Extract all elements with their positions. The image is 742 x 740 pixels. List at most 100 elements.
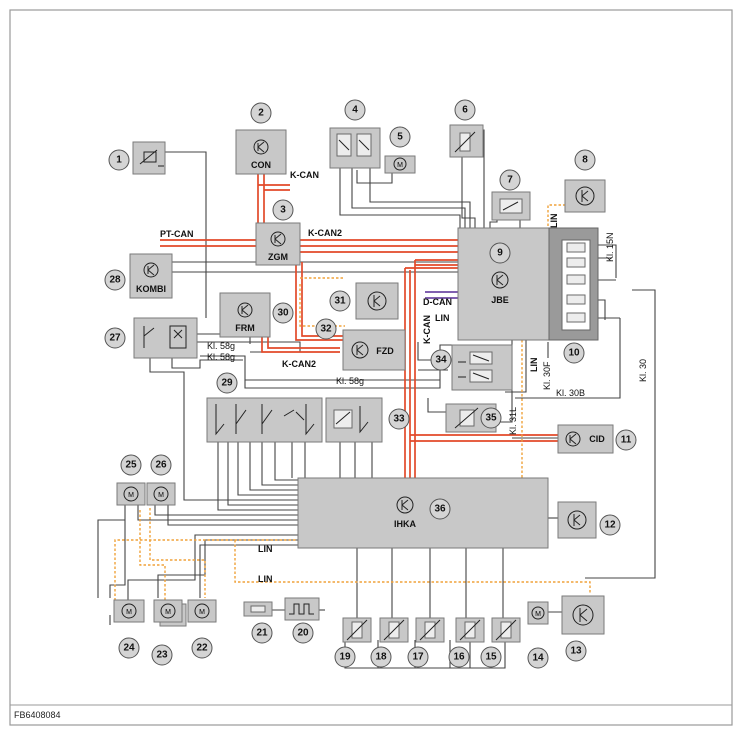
jbe-label: JBE bbox=[491, 295, 509, 305]
component-4 bbox=[329, 127, 381, 169]
kl15n-label: Kl. 15N bbox=[605, 232, 615, 262]
kcan-label: K-CAN bbox=[290, 170, 319, 180]
svg-text:12: 12 bbox=[604, 520, 616, 531]
badge-1: 1 bbox=[108, 149, 130, 171]
svg-text:M: M bbox=[128, 492, 134, 499]
svg-text:18: 18 bbox=[375, 652, 387, 663]
component-1 bbox=[132, 141, 166, 175]
module-fzd: FZD bbox=[342, 329, 406, 371]
component-16 bbox=[455, 617, 485, 643]
badge-4: 4 bbox=[344, 99, 366, 121]
svg-text:19: 19 bbox=[339, 652, 351, 663]
kcan-vertical-label: K-CAN bbox=[422, 315, 432, 344]
svg-text:35: 35 bbox=[485, 413, 497, 424]
kcan2-label: K-CAN2 bbox=[308, 228, 342, 238]
module-ihka: IHKA bbox=[297, 477, 549, 549]
zgm-label: ZGM bbox=[268, 252, 288, 262]
component-35 bbox=[445, 403, 497, 433]
badge-35: 35 bbox=[480, 407, 502, 429]
badge-36: 36 bbox=[429, 498, 451, 520]
badge-30: 30 bbox=[272, 302, 294, 324]
svg-text:M: M bbox=[158, 492, 164, 499]
can-bus-red bbox=[160, 174, 560, 478]
badge-25: 25 bbox=[120, 454, 142, 476]
module-zgm: ZGM bbox=[255, 222, 301, 266]
frm-label: FRM bbox=[235, 323, 255, 333]
badge-10: 10 bbox=[563, 342, 585, 364]
bus-labels: K-CAN K-CAN2 PT-CAN D-CAN LIN K-CAN K-CA… bbox=[160, 170, 559, 584]
badge-5: 5 bbox=[389, 126, 411, 148]
svg-text:5: 5 bbox=[397, 132, 403, 143]
svg-text:10: 10 bbox=[568, 348, 580, 359]
kl58g-label-3: Kl. 58g bbox=[336, 376, 364, 386]
d-can-bus bbox=[425, 291, 460, 299]
svg-text:4: 4 bbox=[352, 105, 358, 116]
kombi-label: KOMBI bbox=[136, 284, 166, 294]
svg-text:20: 20 bbox=[297, 628, 309, 639]
svg-text:21: 21 bbox=[256, 628, 268, 639]
component-18 bbox=[379, 617, 409, 643]
component-15 bbox=[491, 617, 521, 643]
svg-text:11: 11 bbox=[621, 435, 632, 446]
svg-text:33: 33 bbox=[393, 414, 405, 425]
component-6 bbox=[449, 124, 484, 158]
badge-21: 21 bbox=[251, 622, 273, 644]
badge-6: 6 bbox=[454, 99, 476, 121]
badge-19: 19 bbox=[334, 646, 356, 668]
component-23: M bbox=[153, 599, 187, 627]
fzd-label: FZD bbox=[376, 346, 394, 356]
kl30b-label: Kl. 30B bbox=[556, 388, 585, 398]
badge-8: 8 bbox=[574, 149, 596, 171]
svg-text:34: 34 bbox=[435, 355, 447, 366]
svg-text:25: 25 bbox=[125, 460, 137, 471]
badge-16: 16 bbox=[448, 646, 470, 668]
component-17 bbox=[415, 617, 445, 643]
kl30f-label: Kl. 30F bbox=[542, 361, 552, 390]
svg-text:28: 28 bbox=[109, 275, 121, 286]
badge-26: 26 bbox=[150, 454, 172, 476]
svg-text:32: 32 bbox=[320, 324, 332, 335]
figure-id: FB6408084 bbox=[14, 710, 61, 720]
badge-15: 15 bbox=[480, 646, 502, 668]
svg-text:17: 17 bbox=[412, 652, 424, 663]
badge-7: 7 bbox=[499, 169, 521, 191]
component-7 bbox=[491, 191, 531, 221]
svg-text:27: 27 bbox=[109, 333, 121, 344]
kl58g-label-1: Kl. 58g bbox=[207, 341, 235, 351]
component-31 bbox=[355, 282, 399, 320]
component-14: M bbox=[527, 601, 549, 625]
badge-28: 28 bbox=[104, 269, 126, 291]
svg-text:26: 26 bbox=[155, 460, 167, 471]
ptcan-label: PT-CAN bbox=[160, 229, 194, 239]
svg-text:6: 6 bbox=[462, 105, 468, 116]
component-27 bbox=[133, 317, 198, 359]
module-jbe: JBE bbox=[457, 227, 599, 341]
svg-text:15: 15 bbox=[485, 652, 497, 663]
lin-mid-label: LIN bbox=[529, 358, 539, 373]
svg-text:36: 36 bbox=[434, 504, 446, 515]
ihka-label: IHKA bbox=[394, 519, 416, 529]
svg-text:31: 31 bbox=[334, 296, 346, 307]
svg-text:8: 8 bbox=[582, 155, 588, 166]
lin-bottom1-label: LIN bbox=[258, 544, 273, 554]
component-12 bbox=[557, 501, 597, 539]
badge-23: 23 bbox=[151, 644, 173, 666]
svg-text:2: 2 bbox=[258, 108, 264, 119]
component-5: M bbox=[384, 155, 416, 174]
number-badges: 1 2 3 4 5 6 7 8 9 10 11 12 13 14 15 16 1… bbox=[104, 99, 637, 669]
module-frm: FRM bbox=[219, 292, 271, 338]
svg-text:23: 23 bbox=[156, 650, 168, 661]
lin-bottom2-label: LIN bbox=[258, 574, 273, 584]
svg-text:14: 14 bbox=[532, 653, 544, 664]
badge-11: 11 bbox=[615, 429, 637, 451]
terminal-labels: Kl. 58g Kl. 58g Kl. 58g Kl. 15N Kl. 30 K… bbox=[207, 232, 648, 435]
component-34 bbox=[451, 344, 513, 391]
component-8 bbox=[564, 179, 606, 213]
con-label: CON bbox=[251, 160, 271, 170]
module-cid: CID bbox=[557, 424, 614, 454]
badge-22: 22 bbox=[191, 637, 213, 659]
component-20 bbox=[284, 597, 320, 621]
component-25: M bbox=[116, 482, 146, 506]
